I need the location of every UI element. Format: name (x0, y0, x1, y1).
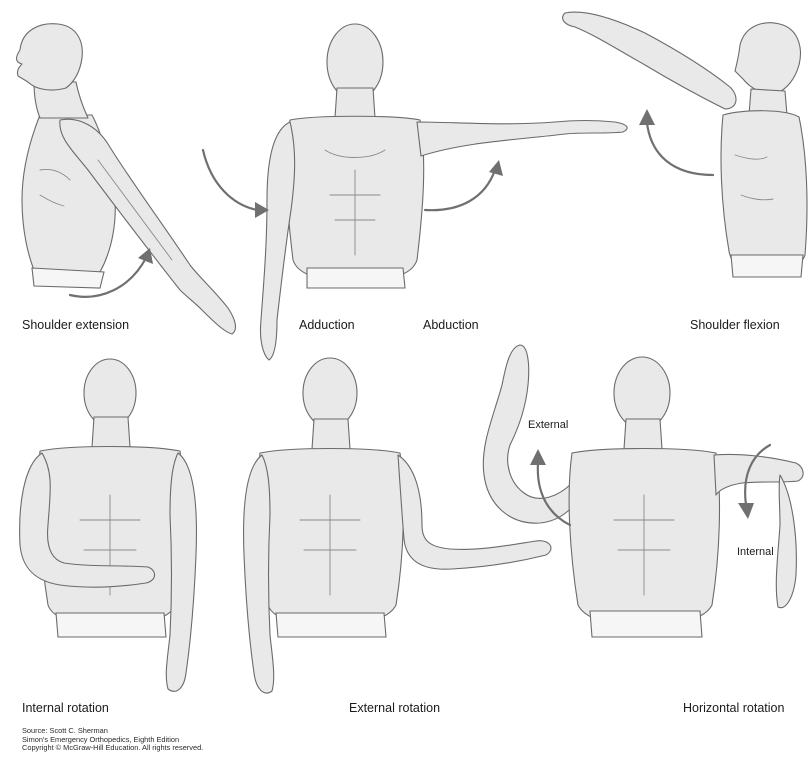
label-shoulder-extension: Shoulder extension (22, 318, 129, 332)
label-external: External (528, 419, 568, 431)
label-shoulder-flexion: Shoulder flexion (690, 318, 780, 332)
label-abduction: Abduction (423, 318, 479, 332)
label-internal-rotation: Internal rotation (22, 701, 109, 715)
label-horizontal-rotation: Horizontal rotation (683, 701, 784, 715)
source-credit: Source: Scott C. Sherman Simon's Emergen… (22, 727, 203, 753)
figure-shoulder-flexion (555, 5, 809, 295)
label-internal: Internal (737, 546, 774, 558)
label-adduction: Adduction (299, 318, 355, 332)
figure-internal-rotation (0, 355, 230, 710)
figure-horizontal-rotation (480, 345, 809, 700)
label-external-rotation: External rotation (349, 701, 440, 715)
credit-copyright: Copyright © McGraw-Hill Education. All r… (22, 744, 203, 753)
